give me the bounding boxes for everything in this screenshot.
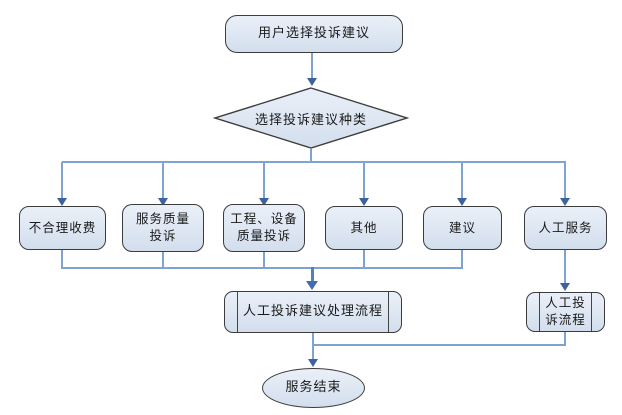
branch-label: 人工服务 [538, 219, 593, 235]
connector-branch-4 [363, 162, 365, 199]
connector-manual-service-process [564, 250, 566, 284]
distributor-line [62, 161, 566, 163]
collector-line [62, 267, 463, 269]
start-terminator-label: 用户选择投诉建议 [257, 26, 370, 42]
branch-box-other: 其他 [325, 206, 403, 250]
branch-box-unreasonable-fees: 不合理收费 [19, 206, 106, 250]
connector-process-end [312, 333, 314, 360]
predef-right-bar [590, 293, 592, 331]
predef-left-bar [237, 292, 239, 332]
stub-branch-3 [263, 252, 265, 269]
connector-manual-process-merge [564, 332, 566, 346]
branch-box-suggestion: 建议 [423, 206, 502, 250]
arrowhead-into-main-process [306, 281, 318, 290]
connector-decision-distributor [310, 149, 312, 162]
arrowhead-into-manual-process [560, 283, 570, 291]
arrowhead-into-decision [307, 78, 317, 86]
start-terminator: 用户选择投诉建议 [225, 15, 403, 53]
predef-right-bar [387, 292, 389, 332]
branch-label: 工程、设备 质量投诉 [230, 211, 298, 243]
branch-box-manual-service: 人工服务 [524, 206, 607, 250]
connector-collector-process [311, 267, 314, 282]
arrowhead-branch-3 [259, 198, 269, 206]
branch-label: 建议 [448, 219, 476, 235]
decision-diamond: 选择投诉建议种类 [213, 87, 409, 149]
arrowhead-branch-5 [457, 198, 467, 206]
connector-branch-5 [461, 162, 463, 199]
decision-diamond-label: 选择投诉建议种类 [254, 112, 367, 128]
connector-branch-3 [263, 162, 265, 199]
branch-label: 其他 [350, 219, 378, 235]
arrowhead-branch-1 [57, 198, 67, 206]
process-manual-complaint: 人工投 诉流程 [526, 292, 605, 332]
branch-box-engineering-equipment: 工程、设备 质量投诉 [223, 204, 305, 252]
diamond-shape-svg [213, 87, 409, 149]
arrowhead-branch-4 [359, 198, 369, 206]
stub-branch-1 [61, 250, 63, 269]
branch-label: 不合理收费 [28, 219, 97, 235]
merge-line [312, 344, 566, 346]
connector-branch-6 [564, 162, 566, 199]
predef-left-bar [539, 293, 541, 331]
stub-branch-2 [162, 252, 164, 269]
stub-branch-4 [363, 250, 365, 269]
arrowhead-branch-6 [560, 198, 570, 206]
end-terminator: 服务结束 [262, 368, 365, 408]
process-label: 人工投诉建议处理流程 [242, 304, 383, 320]
connector-branch-2 [162, 162, 164, 199]
arrowhead-branch-2 [158, 198, 168, 206]
process-complaint-suggestion-handling: 人工投诉建议处理流程 [224, 291, 402, 333]
end-terminator-label: 服务结束 [285, 380, 342, 396]
process-label: 人工投 诉流程 [545, 295, 586, 327]
branch-label: 服务质量 投诉 [135, 211, 190, 243]
arrowhead-into-end [308, 359, 318, 367]
stub-branch-5 [461, 250, 463, 269]
branch-box-service-quality: 服务质量 投诉 [122, 204, 204, 252]
connector-start-decision [311, 53, 313, 79]
connector-branch-1 [61, 162, 63, 199]
